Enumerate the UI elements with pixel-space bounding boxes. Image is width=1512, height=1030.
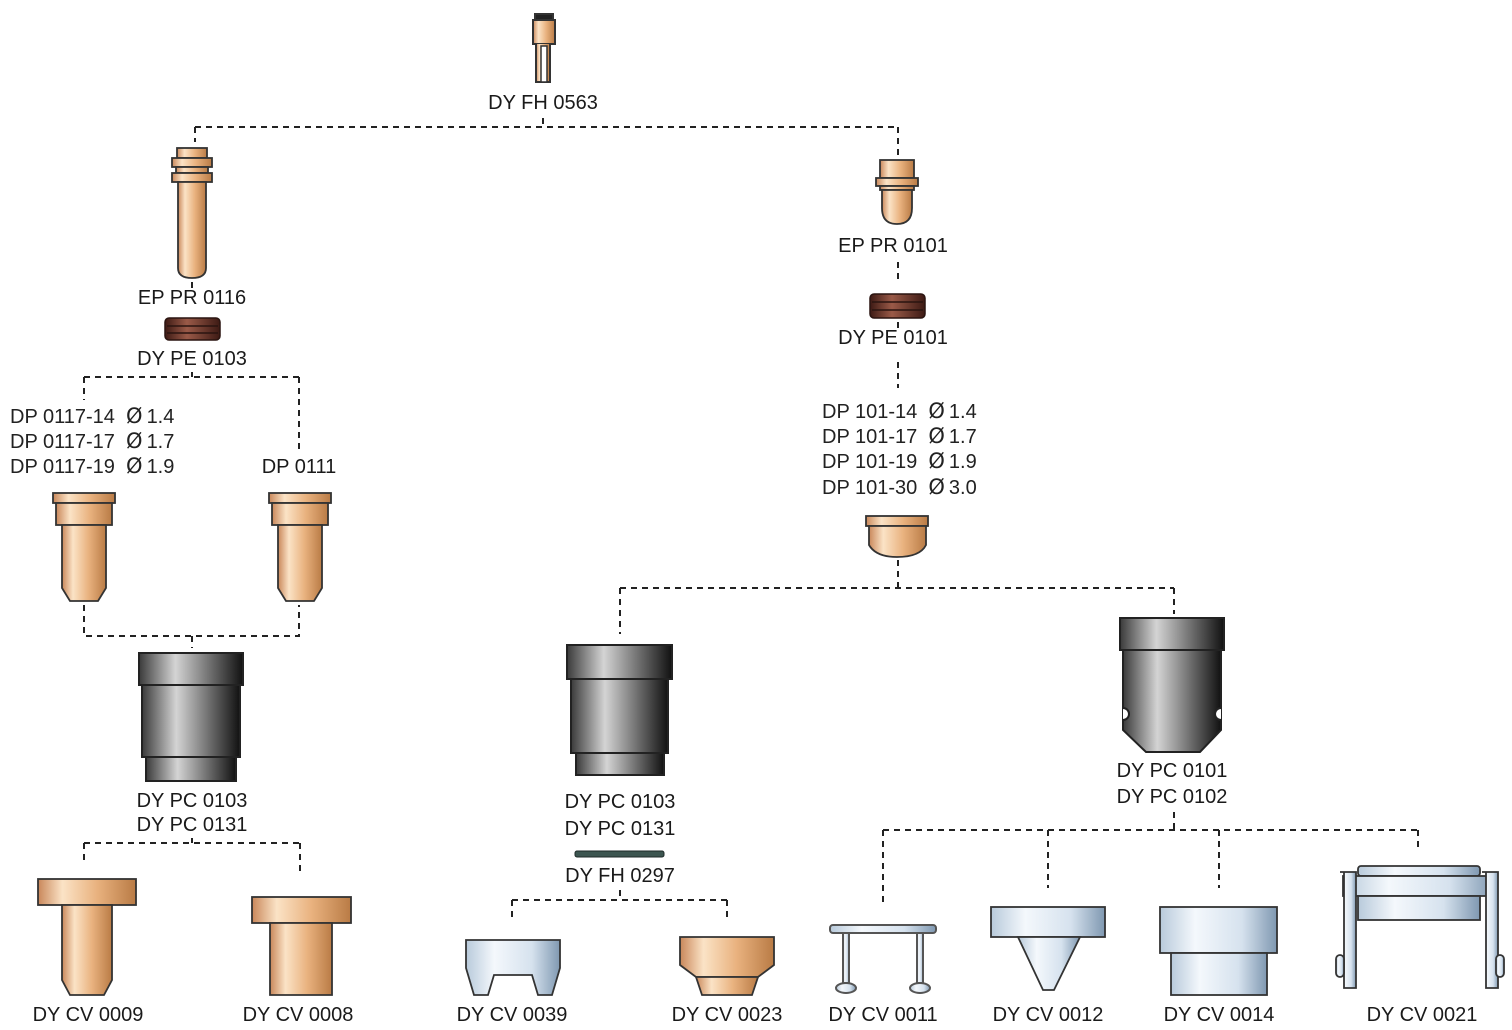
label-eppr0101: EP PR 0101 (838, 235, 948, 257)
label-pc0103-mid: DY PC 0103 (564, 791, 676, 813)
label-pc0131-left: DY PC 0131 (136, 814, 248, 836)
part-cv0009-image (37, 878, 137, 996)
label-eppr0116: EP PR 0116 (137, 287, 247, 309)
label-cv0012: DY CV 0012 (992, 1004, 1104, 1026)
part-eppr0116-image (171, 147, 213, 279)
part-pc0103-left-image (138, 652, 244, 782)
part-cv0039-image (465, 939, 561, 996)
label-cv0039: DY CV 0039 (456, 1004, 568, 1026)
label-cv0011: DY CV 0011 (828, 1004, 938, 1026)
label-dp0111: DP 0111 (261, 456, 337, 478)
part-eppr0101-image (875, 159, 919, 225)
label-pe0101: DY PE 0101 (838, 327, 948, 349)
label-cv0023: DY CV 0023 (671, 1004, 783, 1026)
label-pc0103-left: DY PC 0103 (136, 790, 248, 812)
label-cv0021: DY CV 0021 (1366, 1004, 1478, 1026)
label-cv0008: DY CV 0008 (242, 1004, 354, 1026)
part-pe0103-image (164, 317, 221, 341)
part-pe0101-image (869, 293, 926, 319)
label-pc0102: DY PC 0102 (1116, 786, 1228, 808)
label-pc0101: DY PC 0101 (1116, 760, 1228, 782)
part-fh0563-image (532, 13, 556, 83)
label-cv0009: DY CV 0009 (32, 1004, 144, 1026)
part-cv0008-image (251, 896, 352, 996)
part-dp0117-image (52, 492, 116, 602)
label-cv0014: DY CV 0014 (1163, 1004, 1275, 1026)
part-pc0101-right-image (1119, 617, 1225, 753)
part-pc0103-mid-image (566, 644, 673, 776)
part-cv0021-image (1335, 865, 1505, 989)
part-dp101-image (865, 515, 929, 558)
label-pc0131-mid: DY PC 0131 (564, 818, 676, 840)
label-fh0563: DY FH 0563 (488, 92, 598, 114)
connector-lines (83, 118, 1419, 922)
part-fh0297-image (574, 850, 665, 858)
label-pe0103: DY PE 0103 (137, 348, 247, 370)
part-cv0012-image (990, 906, 1106, 991)
label-fh0297: DY FH 0297 (565, 865, 675, 887)
part-dp0111-image (268, 492, 332, 602)
part-cv0023-image (679, 936, 775, 996)
part-cv0011-image (829, 924, 937, 994)
part-cv0014-image (1159, 906, 1278, 996)
